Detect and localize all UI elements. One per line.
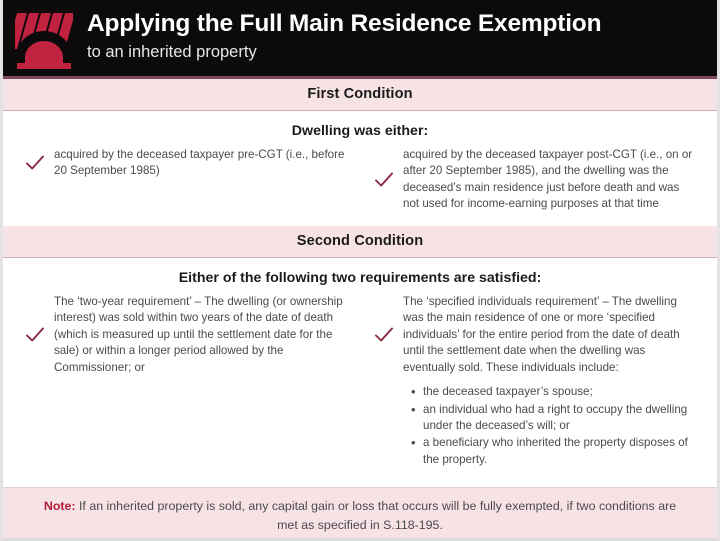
page-title: Applying the Full Main Residence Exempti… <box>87 10 602 38</box>
first-condition-item-2: acquired by the deceased taxpayer post-C… <box>360 143 717 217</box>
first-condition-columns: acquired by the deceased taxpayer pre-CG… <box>3 143 717 217</box>
second-condition-columns: The ‘two-year requirement’ – The dwellin… <box>3 290 717 380</box>
footer-note-body: If an inherited property is sold, any ca… <box>75 499 677 532</box>
first-condition-band: First Condition <box>3 79 717 111</box>
first-condition-item-1-text: acquired by the deceased taxpayer pre-CG… <box>54 148 345 178</box>
footer-note: Note: If an inherited property is sold, … <box>3 487 717 538</box>
second-condition-band: Second Condition <box>3 225 717 258</box>
bullet-list: the deceased taxpayer’s spouse; an indiv… <box>405 383 697 468</box>
header-bar: Applying the Full Main Residence Exempti… <box>3 0 717 76</box>
footer-note-text: Note: If an inherited property is sold, … <box>44 499 676 531</box>
second-condition-item-2: The ‘specified individuals requirement’ … <box>360 290 717 380</box>
second-condition-item-1: The ‘two-year requirement’ – The dwellin… <box>3 290 360 380</box>
first-condition-item-2-text: acquired by the deceased taxpayer post-C… <box>403 148 693 211</box>
check-icon <box>374 170 394 190</box>
second-condition-item-1-text: The ‘two-year requirement’ – The dwellin… <box>54 294 343 374</box>
first-condition-band-label: First Condition <box>307 86 413 102</box>
check-icon <box>25 153 45 173</box>
bullets-spacer <box>3 380 360 388</box>
check-icon <box>374 325 394 345</box>
firm-logo-mark-icon <box>15 5 73 71</box>
page-subtitle: to an inherited property <box>87 43 257 62</box>
check-icon <box>25 325 45 345</box>
second-condition-band-label: Second Condition <box>296 232 424 249</box>
footer-note-label: Note: <box>43 499 76 514</box>
list-item: an individual who had a right to occupy … <box>411 401 697 435</box>
specified-individuals-bullets: the deceased taxpayer’s spouse; an indiv… <box>360 380 717 477</box>
header-accent-rule <box>3 76 717 79</box>
second-condition-section: Either of the following two requirements… <box>3 257 717 488</box>
second-condition-heading: Either of the following two requirements… <box>178 269 542 286</box>
list-item: a beneficiary who inherited the property… <box>411 434 697 468</box>
second-condition-bullets-row: the deceased taxpayer’s spouse; an indiv… <box>3 380 717 477</box>
first-condition-section: Dwelling was either: acquired by the dec… <box>3 111 717 226</box>
first-condition-heading: Dwelling was either: <box>291 123 429 139</box>
second-condition-item-2-text: The ‘specified individuals requirement’ … <box>403 294 680 374</box>
header-titles: Applying the Full Main Residence Exempti… <box>87 10 602 65</box>
list-item: the deceased taxpayer’s spouse; <box>411 383 697 402</box>
first-condition-item-1: acquired by the deceased taxpayer pre-CG… <box>3 143 360 184</box>
